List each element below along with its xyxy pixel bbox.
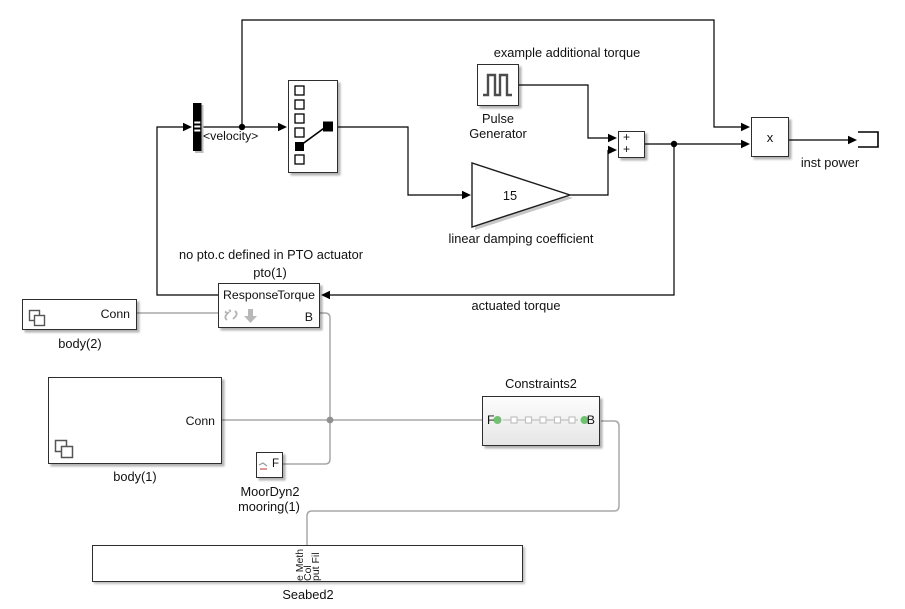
terminator-label[interactable]: inst power <box>800 155 860 170</box>
arrow-into-terminator <box>848 135 857 145</box>
port-dot-b <box>580 416 589 424</box>
broken-link-icon <box>224 309 238 321</box>
pto-block[interactable]: Response Torque B <box>218 283 320 328</box>
junction-physical <box>326 416 334 424</box>
wire-actuated-torque[interactable] <box>330 144 675 296</box>
pulse-icon <box>483 73 512 97</box>
arrow-into-sum-1 <box>608 133 617 143</box>
wire-velocity-to-product[interactable] <box>241 19 741 128</box>
pto-port-torque: Torque <box>277 288 315 302</box>
pulse-generator-label-line1: Pulse <box>481 111 514 126</box>
wire-label-actuated-torque[interactable]: actuated torque <box>471 298 561 313</box>
subsystem-icon <box>54 439 74 459</box>
arrow-into-product-top <box>741 122 750 132</box>
gain-block[interactable] <box>471 162 573 230</box>
bus-selector-icon[interactable] <box>193 103 204 153</box>
body2-block[interactable]: Conn <box>22 299 137 330</box>
pto-port-b: B <box>304 310 313 324</box>
subsystem-icon <box>28 309 46 327</box>
moordyn-icon <box>258 462 268 470</box>
wire-gain-to-sum[interactable] <box>570 150 609 196</box>
terminator-block[interactable] <box>858 131 879 148</box>
wire-pto-b-down[interactable] <box>320 312 331 420</box>
moordyn2-block[interactable]: F <box>256 452 283 478</box>
arrowheads <box>183 122 857 300</box>
pulse-generator-block[interactable] <box>477 64 519 106</box>
junction-velocity <box>238 123 246 131</box>
seabed2-rotated-port-labels: e Meth Col put Fil <box>294 547 322 581</box>
arrow-into-busselector <box>183 122 192 132</box>
body2-port-conn: Conn <box>100 307 130 321</box>
moordyn2-sub-name[interactable]: mooring(1) <box>238 499 300 514</box>
body1-port-conn: Conn <box>185 414 215 428</box>
pto-block-name[interactable]: pto(1) <box>253 265 287 280</box>
sum-block[interactable]: + + <box>618 130 645 158</box>
constraints2-block[interactable]: F B <box>482 396 600 446</box>
body1-block[interactable]: Conn <box>48 377 222 464</box>
selector-icon <box>294 85 333 165</box>
wire-constraints-to-seabed[interactable] <box>306 420 620 545</box>
product-symbol: x <box>766 129 774 145</box>
arrow-into-pto-torque <box>321 290 330 300</box>
wire-moordyn-up[interactable] <box>283 420 331 465</box>
wire-selector-to-gain[interactable] <box>338 126 462 196</box>
constraints2-port-f: F <box>487 413 495 427</box>
pulse-generator-label-line2: Generator <box>469 126 527 141</box>
gain-label[interactable]: linear damping coefficient <box>448 231 594 246</box>
annotation-pto-warning[interactable]: no pto.c defined in PTO actuator <box>178 247 363 262</box>
body1-block-name[interactable]: body(1) <box>113 469 157 484</box>
download-arrow-icon <box>244 309 257 323</box>
constraints2-port-b: B <box>586 413 595 427</box>
gain-value: 15 <box>502 188 518 203</box>
arrow-into-gain <box>462 190 471 200</box>
pto-port-response: Response <box>223 288 279 302</box>
arrow-into-sum-2 <box>608 145 617 155</box>
arrow-into-product-bottom <box>741 139 750 149</box>
wire-response-feedback[interactable] <box>156 126 218 296</box>
body2-block-name[interactable]: body(2) <box>58 336 102 351</box>
sum-sign-1: + <box>623 130 631 144</box>
moordyn2-block-name[interactable]: MoorDyn2 <box>240 484 300 499</box>
selector-block[interactable] <box>288 80 338 173</box>
seabed2-port-label-3: put Fil <box>310 552 322 581</box>
constraints2-block-name[interactable]: Constraints2 <box>505 376 577 391</box>
junction-torque <box>670 140 678 148</box>
arrow-into-selector <box>278 122 287 132</box>
sum-sign-2: + <box>623 142 631 156</box>
port-dot-f <box>493 416 502 424</box>
seabed2-block-name[interactable]: Seabed2 <box>282 587 334 602</box>
wire-pulse-to-sum[interactable] <box>519 84 608 139</box>
pulse-generator-label[interactable]: Pulse Generator <box>448 111 548 141</box>
seabed2-block[interactable]: e Meth Col put Fil <box>92 545 523 582</box>
pto-status-icons <box>224 309 257 323</box>
velocity-signal-label[interactable]: <velocity> <box>203 129 259 143</box>
product-block[interactable]: x <box>751 117 789 157</box>
moordyn2-port-f: F <box>271 458 279 470</box>
annotation-example-additional-torque[interactable]: example additional torque <box>493 45 641 60</box>
constraint-joint-icon <box>493 416 589 424</box>
